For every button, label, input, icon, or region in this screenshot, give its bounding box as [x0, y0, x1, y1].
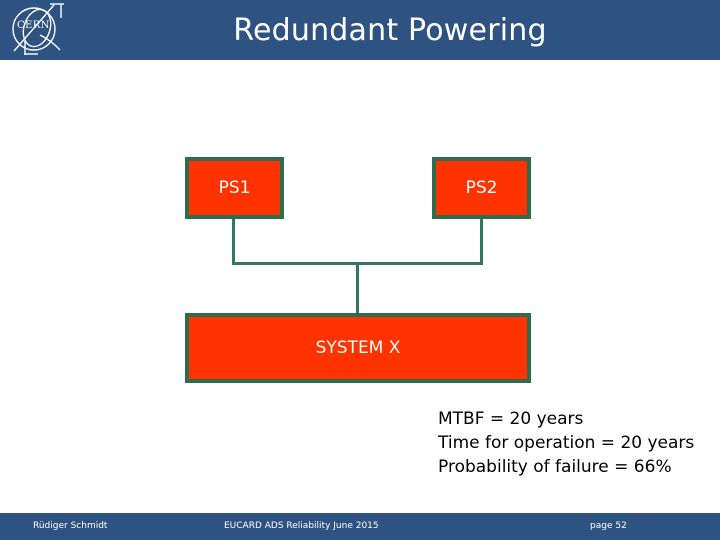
- slide-footer-bar: [0, 513, 720, 540]
- annotation-mtbf: MTBF = 20 years: [438, 409, 584, 429]
- annotation-block: MTBF = 20 years Time for operation = 20 …: [438, 407, 718, 479]
- diagram-node-system-x[interactable]: SYSTEM X: [185, 313, 531, 383]
- diagram-node-ps1-label: PS1: [218, 178, 251, 198]
- cern-logo-icon: CERN: [4, 1, 70, 59]
- connector-ps2-to-bus: [480, 219, 483, 265]
- diagram-node-ps2-label: PS2: [465, 178, 498, 198]
- page-title: Redundant Powering: [233, 12, 547, 48]
- connector-ps1-to-bus: [232, 219, 235, 265]
- connector-bus-to-system: [356, 262, 359, 315]
- slide-header-bar: [0, 0, 720, 60]
- diagram-node-ps1[interactable]: PS1: [185, 157, 284, 219]
- diagram-node-ps2[interactable]: PS2: [432, 157, 531, 219]
- annotation-probability: Probability of failure = 66%: [438, 457, 672, 477]
- footer-page-number: page 52: [590, 521, 627, 531]
- footer-author: Rüdiger Schmidt: [33, 521, 108, 531]
- annotation-operation: Time for operation = 20 years: [438, 433, 695, 453]
- footer-event: EUCARD ADS Reliability June 2015: [224, 521, 379, 531]
- diagram-node-system-x-label: SYSTEM X: [315, 338, 401, 358]
- svg-text:CERN: CERN: [17, 20, 50, 31]
